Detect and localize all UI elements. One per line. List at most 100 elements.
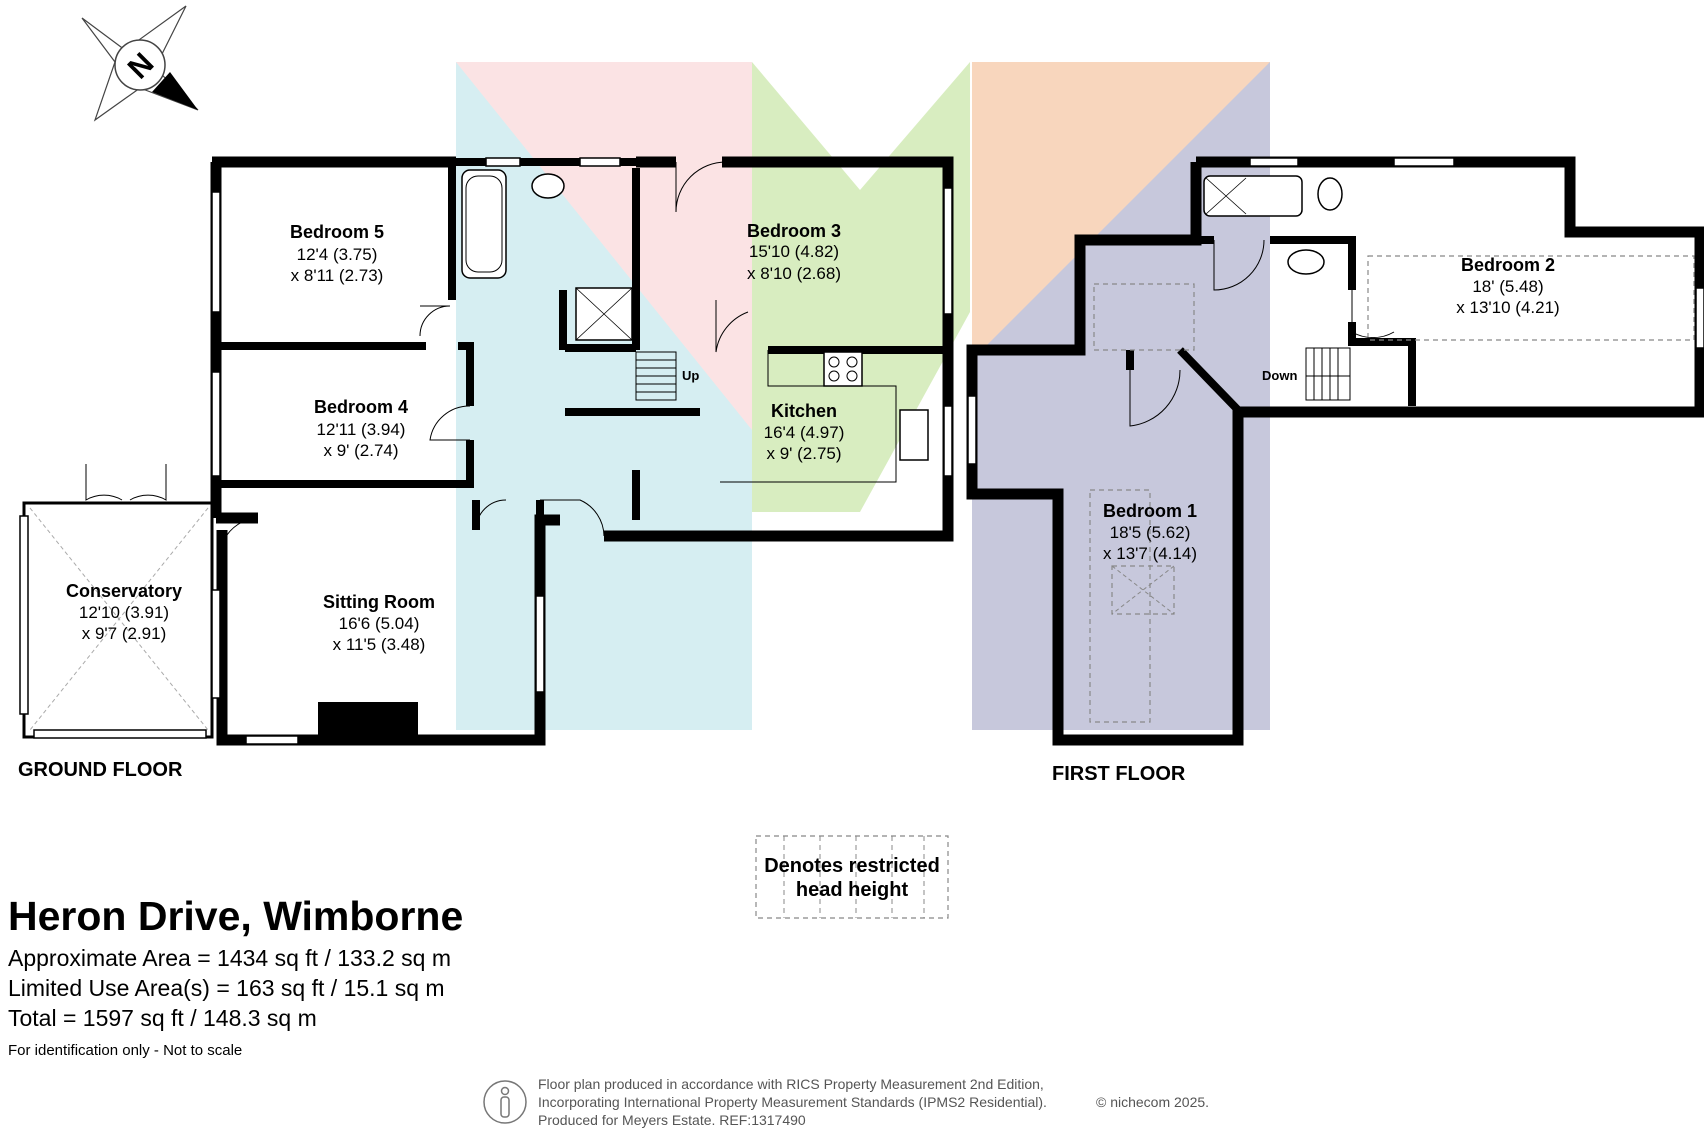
- shower-line: [1205, 177, 1247, 215]
- band-green: [752, 62, 970, 512]
- compass-arrow: [152, 72, 198, 110]
- footer-line: Floor plan produced in accordance with R…: [538, 1076, 1044, 1092]
- door-swing: [1213, 239, 1265, 291]
- stairs-down-label: Down: [1262, 368, 1297, 383]
- identification-note: For identification only - Not to scale: [8, 1042, 243, 1059]
- ground-floor: Up: [19, 156, 954, 746]
- window: [535, 595, 545, 693]
- bedroom5-area: [216, 166, 452, 342]
- compass: N: [81, 5, 199, 122]
- window: [485, 157, 521, 167]
- roof-light: [1111, 565, 1175, 615]
- hob-ring: [828, 370, 840, 382]
- window: [1695, 287, 1704, 349]
- room-dim-conservatory: 12'10 (3.91): [79, 603, 169, 622]
- room-dim-kitchen: 16'4 (4.97): [764, 423, 845, 442]
- footer: Floor plan produced in accordance with R…: [482, 1075, 1242, 1133]
- door-swing: [223, 517, 259, 580]
- windows: [19, 157, 953, 745]
- footer-text: Floor plan produced in accordance with R…: [538, 1075, 1047, 1129]
- window: [943, 187, 953, 315]
- room-dim-bedroom5: 12'4 (3.75): [297, 245, 378, 264]
- window: [211, 589, 221, 699]
- hob-ring: [846, 370, 858, 382]
- floor-label-ground: GROUND FLOOR: [18, 759, 183, 781]
- legend-text-line2: head height: [796, 879, 909, 901]
- window: [211, 371, 221, 477]
- door-swing: [1129, 369, 1181, 427]
- first-outer-wall: [966, 156, 1704, 746]
- roof-light-line: [1111, 565, 1175, 615]
- bath-inner: [465, 175, 503, 273]
- ground-inner-wall: [216, 158, 948, 530]
- restricted-zone: [1093, 283, 1195, 351]
- door-swing: [429, 405, 471, 441]
- room-name-kitchen: Kitchen: [771, 401, 837, 421]
- restricted-legend: Denotes restricted head height: [755, 835, 949, 919]
- first-inner-wall: [1126, 162, 1416, 413]
- windows-first: [967, 157, 1704, 465]
- room-dim-bedroom4: 12'11 (3.94): [317, 420, 406, 439]
- stairs-ground: [635, 351, 677, 401]
- restricted-outlines: [1089, 255, 1695, 723]
- stairs-first: [1305, 347, 1351, 401]
- room-name-bedroom3: Bedroom 3: [747, 221, 841, 241]
- room-dim-bedroom2: 18' (5.48): [1472, 277, 1543, 296]
- conservatory-roof-line: [29, 507, 209, 731]
- door-swing: [129, 464, 167, 501]
- compass-circle: [114, 39, 166, 91]
- band-pink: [456, 62, 752, 430]
- window: [1249, 157, 1299, 167]
- window: [245, 735, 299, 745]
- room-dim-sitting: 16'6 (5.04): [339, 614, 420, 633]
- basin: [1287, 249, 1325, 275]
- hob: [823, 351, 863, 387]
- room-dim-bedroom1: 18'5 (5.62): [1110, 523, 1191, 542]
- room-dim-kitchen: x 9' (2.75): [766, 444, 841, 463]
- room-name-bedroom1: Bedroom 1: [1103, 501, 1197, 521]
- window: [33, 729, 207, 739]
- property-title: Heron Drive, Wimborne: [8, 893, 464, 939]
- hob-ring: [846, 356, 858, 368]
- door-swing: [1351, 290, 1395, 339]
- shower-line: [575, 287, 633, 341]
- room-dim-bedroom3: x 8'10 (2.68): [747, 264, 841, 283]
- property-summary: Heron Drive, Wimborne Approximate Area =…: [8, 893, 463, 1061]
- stairs-up-label: Up: [682, 368, 699, 383]
- total-area: Total = 1597 sq ft / 148.3 sq m: [8, 1005, 317, 1031]
- door-swing: [475, 499, 507, 531]
- door-swing: [715, 300, 749, 353]
- room-name-conservatory: Conservatory: [66, 581, 182, 601]
- room-dim-bedroom4: x 9' (2.74): [323, 441, 398, 460]
- fireplace: [318, 702, 418, 738]
- window: [19, 515, 29, 715]
- door-swing: [675, 161, 727, 213]
- room-dim-bedroom5: x 8'11 (2.73): [291, 266, 384, 285]
- room-dim-bedroom3: 15'10 (4.82): [749, 242, 839, 261]
- room-name-bedroom5: Bedroom 5: [290, 222, 384, 242]
- doors-ground: [85, 161, 749, 580]
- window: [579, 157, 621, 167]
- limited-use-area: Limited Use Area(s) = 163 sq ft / 15.1 s…: [8, 975, 445, 1001]
- footer-line: Incorporating International Property Mea…: [538, 1094, 1047, 1110]
- footer-brand: © nichecom 2025.: [1096, 1094, 1210, 1110]
- sink: [899, 409, 929, 461]
- doors-first: [1129, 239, 1395, 427]
- footer-line: Produced for Meyers Estate. REF:1317490: [538, 1112, 806, 1128]
- room-dim-conservatory: x 9'7 (2.91): [82, 624, 167, 643]
- room-name-sitting: Sitting Room: [323, 592, 435, 612]
- legend-text-line1: Denotes restricted: [764, 855, 940, 877]
- worktop: [720, 350, 897, 483]
- person-icon: [483, 1080, 527, 1124]
- approximate-area: Approximate Area = 1434 sq ft / 133.2 sq…: [8, 945, 452, 971]
- door-swing: [540, 499, 605, 537]
- basin: [531, 173, 565, 199]
- room-dim-sitting: x 11'5 (3.48): [333, 635, 426, 654]
- room-dim-bedroom1: x 13'7 (4.14): [1103, 544, 1197, 563]
- door-swing: [85, 464, 123, 501]
- room-labels: Bedroom 5 12'4 (3.75) x 8'11 (2.73) Bedr…: [66, 221, 1560, 654]
- room-dim-bedroom2: x 13'10 (4.21): [1456, 298, 1559, 317]
- band-peach: [972, 62, 1270, 360]
- restricted-zone: [1089, 489, 1151, 723]
- first-floor: Down: [966, 156, 1704, 746]
